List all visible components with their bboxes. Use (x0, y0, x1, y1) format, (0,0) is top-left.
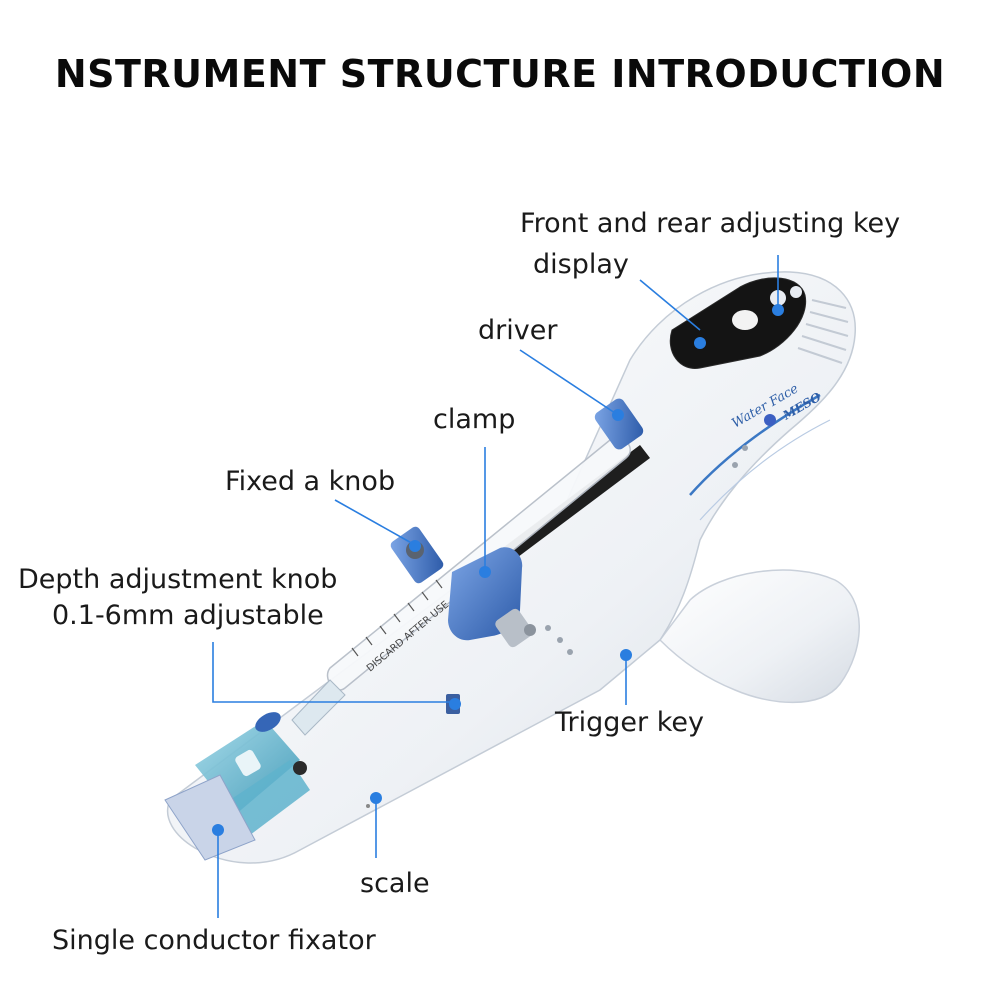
label-depth-knob-1: Depth adjustment knob (18, 564, 338, 595)
display-button (732, 310, 758, 330)
label-trigger-key: Trigger key (555, 707, 704, 738)
dot-front-rear-key (772, 304, 784, 316)
rear-vents (797, 299, 849, 364)
device-grip (659, 569, 860, 704)
label-depth-knob-2: 0.1-6mm adjustable (52, 600, 324, 631)
driver-part (594, 398, 644, 450)
dot-fixed-knob (409, 540, 421, 552)
blue-swoosh (689, 393, 821, 496)
syringe-slot (480, 445, 650, 578)
dot-scale (370, 792, 382, 804)
label-single-conductor: Single conductor fixator (52, 925, 376, 956)
leader-driver (519, 349, 619, 416)
label-clamp: clamp (433, 404, 516, 435)
label-scale: scale (360, 868, 430, 899)
leader-dots (212, 304, 784, 836)
label-driver: driver (478, 315, 558, 346)
dot-trigger-key (620, 649, 632, 661)
dot-driver (612, 409, 624, 421)
dot-depth-knob (449, 698, 461, 710)
label-display: display (533, 249, 629, 280)
leader-fixed-knob (334, 499, 416, 546)
syringe-scale-marks (351, 579, 443, 657)
page-title: NSTRUMENT STRUCTURE INTRODUCTION (54, 52, 946, 96)
dot-clamp (479, 566, 491, 578)
dot-display (694, 337, 706, 349)
label-front-rear-key: Front and rear adjusting key (520, 208, 901, 239)
label-fixed-knob: Fixed a knob (225, 466, 396, 497)
leader-display (639, 279, 701, 331)
leader-lines (212, 255, 779, 918)
leader-depth-knob (212, 642, 455, 703)
dot-single-conductor (212, 824, 224, 836)
